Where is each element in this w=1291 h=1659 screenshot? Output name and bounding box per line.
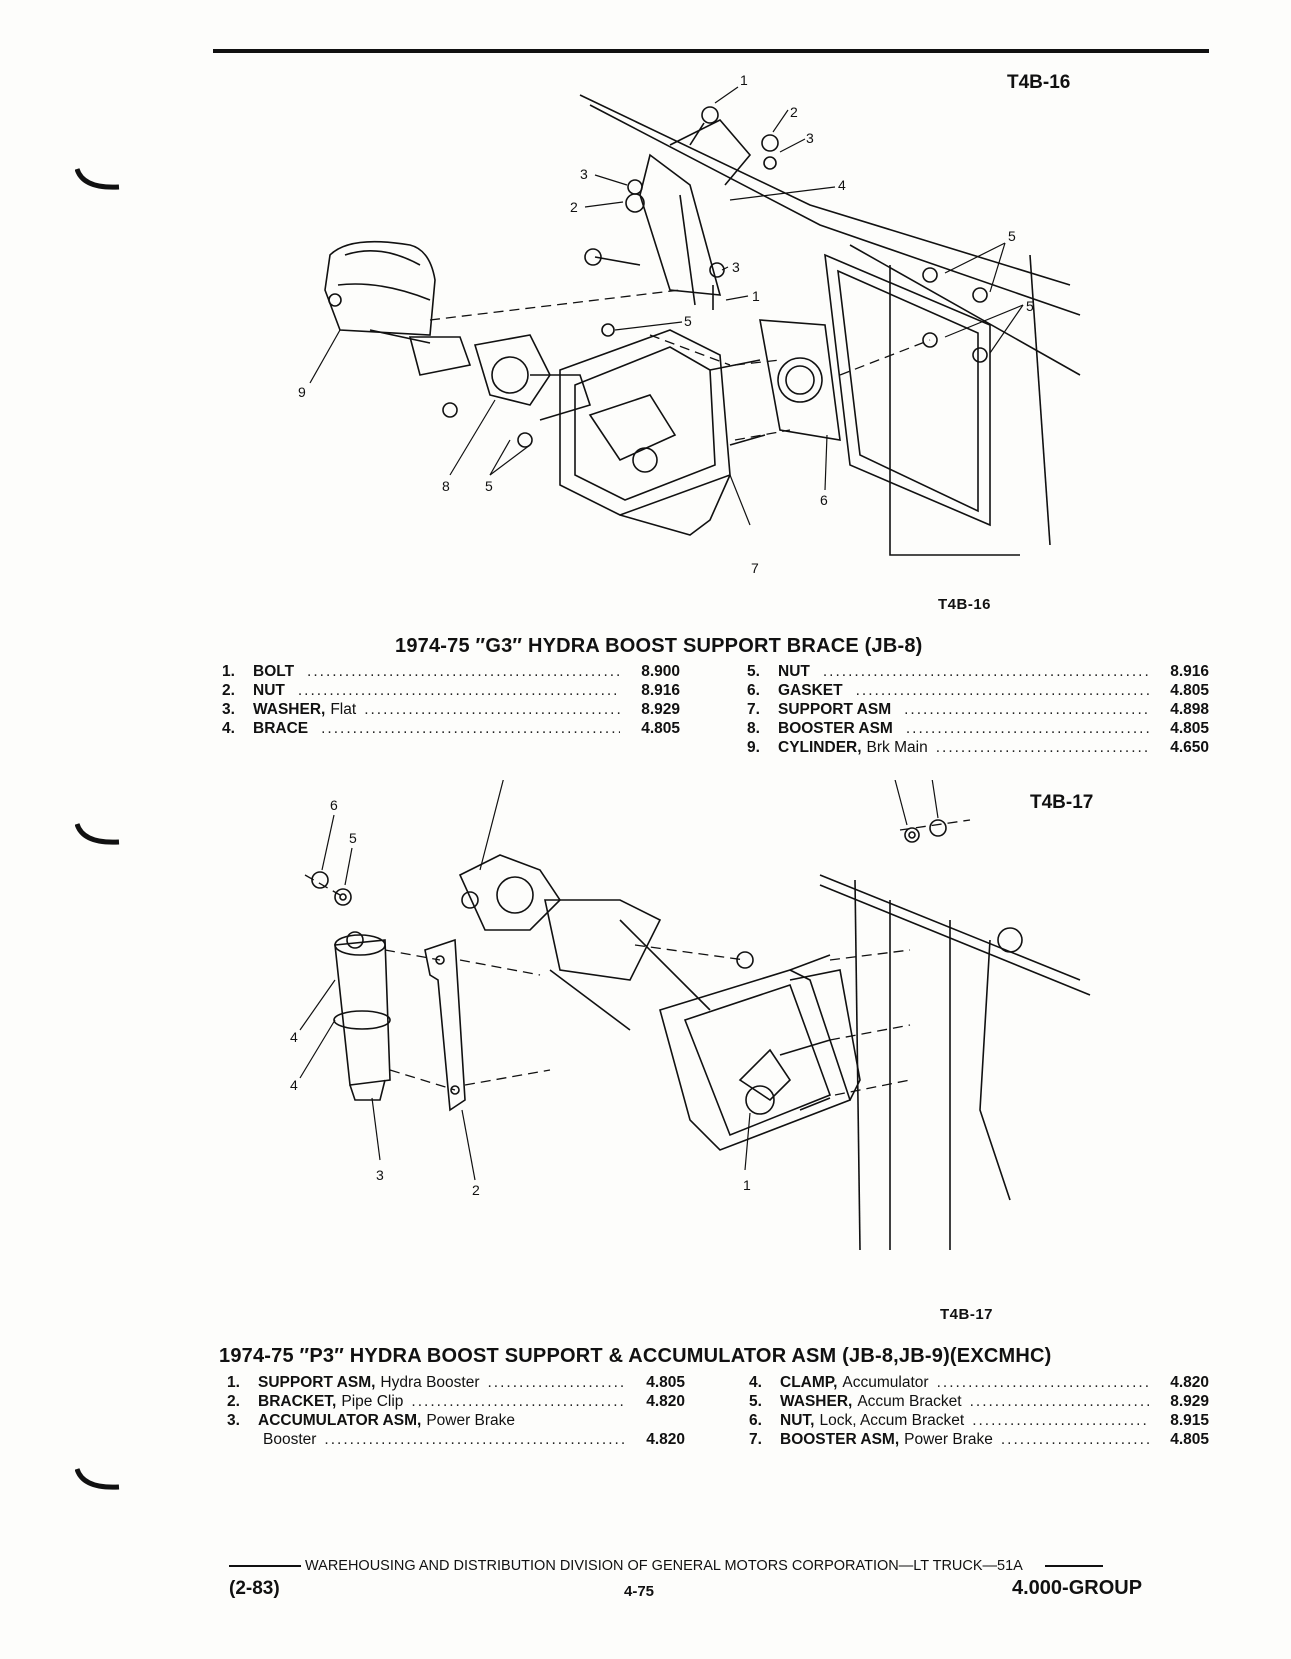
page-number: 4-75 [624, 1583, 655, 1600]
part-row: 4.CLAMP,Accumulator4.820 [749, 1374, 1209, 1393]
binding-mark [75, 1468, 120, 1490]
footer-group: 4.000-GROUP [1012, 1577, 1143, 1599]
part-row: 7.BOOSTER ASM,Power Brake4.805 [749, 1431, 1209, 1450]
callout-label: 5 [684, 313, 692, 329]
part-row: 7.SUPPORT ASM4.898 [747, 701, 1209, 720]
part-row: 3.ACCUMULATOR ASM,Power Brake [227, 1412, 516, 1429]
parts-list-right: 4.CLAMP,Accumulator4.820 5.WASHER,Accum … [749, 1374, 1209, 1450]
callout-label: 8 [442, 478, 450, 494]
callout-label: 5 [1026, 298, 1034, 314]
part-row: Booster4.820 [227, 1431, 685, 1450]
part-row: 1.SUPPORT ASM,Hydra Booster4.805 [227, 1374, 685, 1393]
binding-mark [75, 823, 120, 845]
parts-list-left: 1.SUPPORT ASM,Hydra Booster4.805 2.BRACK… [227, 1374, 685, 1450]
footer-rule-left [229, 1565, 301, 1567]
callout-label: 6 [330, 797, 338, 813]
callout-label: 4 [290, 1077, 298, 1093]
section-title: 1974-75 ″P3″ HYDRA BOOST SUPPORT & ACCUM… [219, 1345, 1052, 1367]
figure-id-top: T4B-16 [1007, 72, 1071, 93]
callout-label: 5 [1008, 228, 1016, 244]
callout-label: 4 [838, 177, 846, 193]
parts-list-left: 1.BOLT8.900 2.NUT8.916 3.WASHER,Flat8.92… [222, 663, 680, 739]
callout-label: 3 [376, 1167, 384, 1183]
footer-date-code: (2-83) [229, 1578, 280, 1599]
top-rule [213, 49, 1209, 53]
figure-caption-id: T4B-17 [940, 1306, 994, 1323]
callout-label: 7 [751, 560, 759, 576]
part-row: 6.GASKET4.805 [747, 682, 1209, 701]
callout-label: 3 [806, 130, 814, 146]
part-row: 2.BRACKET,Pipe Clip4.820 [227, 1393, 685, 1412]
hydra-boost-accumulator-exploded-diagram: 6 5 7 6 5 4 4 3 2 1 [290, 780, 1091, 1251]
binding-mark [75, 168, 120, 190]
callout-label: 5 [349, 830, 357, 846]
section-title: 1974-75 ″G3″ HYDRA BOOST SUPPORT BRACE (… [395, 635, 923, 657]
callout-label: 5 [485, 478, 493, 494]
callout-label: 6 [820, 492, 828, 508]
part-row: 1.BOLT8.900 [222, 663, 680, 682]
diagram-callouts: 1 2 3 3 2 4 3 1 5 5 5 9 8 5 6 7 [298, 75, 1034, 576]
part-row: 5.NUT8.916 [747, 663, 1209, 682]
parts-list-right: 5.NUT8.916 6.GASKET4.805 7.SUPPORT ASM4.… [747, 663, 1209, 758]
part-row: 9.CYLINDER,Brk Main4.650 [747, 739, 1209, 758]
callout-label: 1 [752, 288, 760, 304]
callout-label: 2 [570, 199, 578, 215]
part-row: 3.WASHER,Flat8.929 [222, 701, 680, 720]
figure-id-top: T4B-17 [1030, 792, 1094, 813]
callout-label: 2 [472, 1182, 480, 1198]
part-row: 4.BRACE4.805 [222, 720, 680, 739]
part-row: 2.NUT8.916 [222, 682, 680, 701]
hydra-boost-brace-exploded-diagram: 1 2 3 3 2 4 3 1 5 5 5 9 8 5 6 7 [298, 75, 1081, 576]
figure-caption-id: T4B-16 [938, 596, 992, 613]
callout-label: 1 [740, 75, 748, 88]
callout-label: 2 [790, 104, 798, 120]
footer-division-line: WAREHOUSING AND DISTRIBUTION DIVISION OF… [229, 1558, 1189, 1574]
callout-label: 9 [298, 384, 306, 400]
callout-label: 3 [732, 259, 740, 275]
callout-label: 1 [743, 1177, 751, 1193]
footer-division-text: WAREHOUSING AND DISTRIBUTION DIVISION OF… [305, 1558, 1023, 1574]
part-row: 8.BOOSTER ASM4.805 [747, 720, 1209, 739]
part-row: 5.WASHER,Accum Bracket8.929 [749, 1393, 1209, 1412]
callout-label: 4 [290, 1029, 298, 1045]
callout-label: 3 [580, 166, 588, 182]
footer-rule-right [1044, 1565, 1103, 1567]
diagram-callouts: 6 5 7 6 5 4 4 3 2 1 [290, 797, 751, 1198]
part-row: 6.NUT,Lock, Accum Bracket8.915 [749, 1412, 1209, 1431]
